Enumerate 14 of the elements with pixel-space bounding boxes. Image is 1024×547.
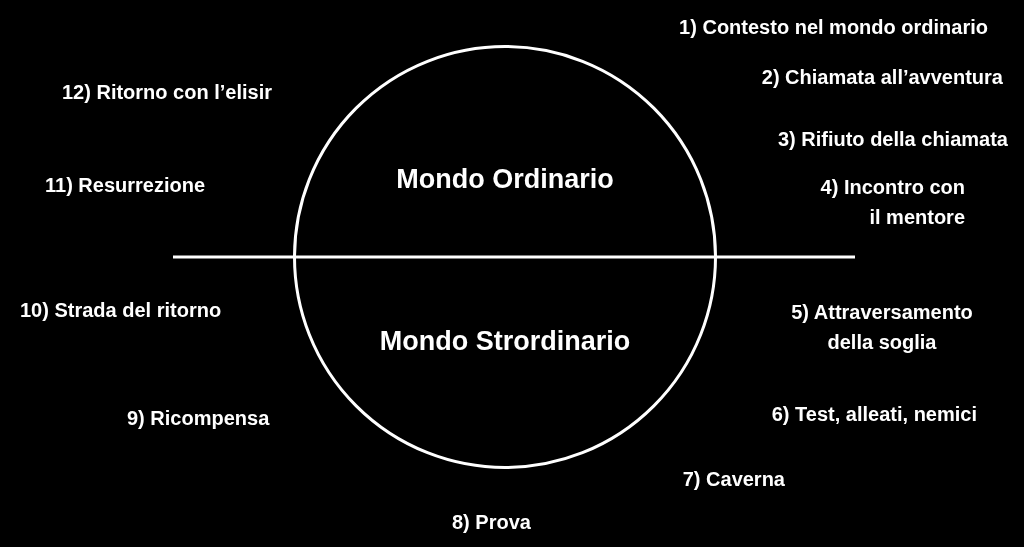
stage-label: 12) Ritorno con l’elisir [62, 80, 273, 105]
stage-label: 3) Rifiuto della chiamata [777, 127, 1008, 152]
stage-label: 9) Ricompensa [127, 406, 270, 431]
stage-label: 7) Caverna [682, 467, 785, 492]
world-title: Mondo Ordinario [395, 163, 615, 195]
stage-label: 8) Prova [452, 510, 531, 535]
stage-label: 2) Chiamata all’avventura [761, 65, 1003, 90]
stage-label: 6) Test, alleati, nemici [771, 402, 977, 427]
world-title: Mondo Strordinario [378, 325, 632, 357]
stage-label: 1) Contesto nel mondo ordinario [679, 15, 988, 40]
stage-label: 4) Incontro con il mentore [819, 175, 965, 230]
stage-label: 11) Resurrezione [45, 173, 206, 198]
stage-label: 5) Attraversamento della soglia [790, 300, 974, 355]
stage-label: 10) Strada del ritorno [20, 298, 222, 323]
